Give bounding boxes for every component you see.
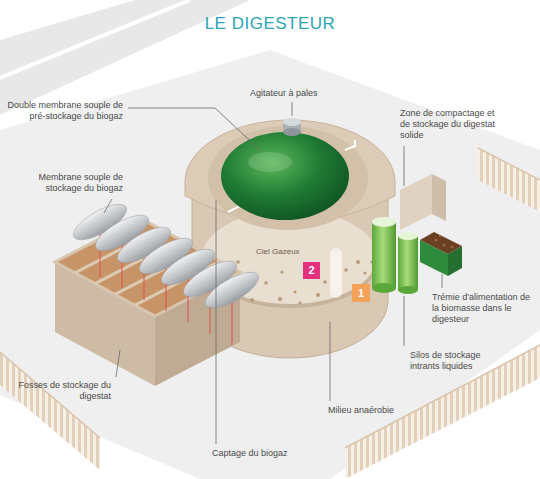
digestate-speckles xyxy=(316,293,320,297)
digestate-speckles xyxy=(293,290,296,293)
silos xyxy=(372,283,396,293)
digester xyxy=(330,248,342,298)
ground xyxy=(0,0,190,78)
digestate-speckles xyxy=(298,301,301,304)
callout-label: Zone de compactage et de stockage du dig… xyxy=(400,108,500,140)
fence xyxy=(0,352,100,470)
digester-lid xyxy=(185,120,395,230)
hopper xyxy=(451,246,454,249)
callout-number-text: 1 xyxy=(358,288,364,299)
space-label: Ciel Gazeux xyxy=(256,247,316,257)
digester-lid xyxy=(345,140,355,150)
callout-label: Membrane souple de stockage du biogaz xyxy=(3,172,123,194)
gas-dome xyxy=(221,132,349,220)
callout-label: Double membrane souple de pré-stockage d… xyxy=(3,100,123,122)
callout-number: 2 xyxy=(303,262,320,279)
callout-label: Fosses de stockage du digestat xyxy=(3,380,111,402)
title: LE DIGESTEUR xyxy=(0,14,540,34)
storage-membranes xyxy=(69,197,264,314)
fence xyxy=(345,345,540,448)
digestate-speckles xyxy=(264,281,268,285)
leader-line xyxy=(104,102,442,444)
silos xyxy=(398,232,418,240)
leader-line xyxy=(128,108,262,152)
digestate-speckles xyxy=(363,271,366,274)
hopper xyxy=(420,232,462,254)
silos xyxy=(398,236,418,290)
leader-line xyxy=(216,200,217,444)
callout-label: Agitateur à pales xyxy=(250,88,350,99)
digestate-speckles xyxy=(250,298,254,302)
leader-line xyxy=(404,296,405,346)
callout-number-text: 2 xyxy=(308,265,314,276)
fence xyxy=(478,148,540,180)
digestate-speckles xyxy=(344,268,348,272)
compaction-zone xyxy=(400,174,432,230)
storage-membranes xyxy=(201,265,264,314)
digestate-speckles xyxy=(356,260,360,264)
leader-line xyxy=(442,274,443,288)
agitator xyxy=(283,128,301,136)
hopper xyxy=(420,232,462,276)
digestate-speckles xyxy=(236,260,240,264)
ground xyxy=(0,50,540,479)
silos xyxy=(372,222,396,288)
leader-line xyxy=(104,199,112,213)
silos xyxy=(372,217,418,294)
leader-line xyxy=(404,146,405,186)
digester-lid xyxy=(208,126,368,230)
hopper xyxy=(443,244,446,247)
callout-number: 1 xyxy=(352,284,370,302)
agitator xyxy=(283,118,301,126)
hopper xyxy=(435,239,438,242)
compaction-zone xyxy=(400,174,446,230)
callout-label: Trémie d'alimentation de la biomasse dan… xyxy=(432,292,532,324)
agitator xyxy=(283,118,301,136)
leader-line xyxy=(116,350,120,377)
silos xyxy=(372,217,396,227)
digestate-speckles xyxy=(323,280,327,284)
leader-line xyxy=(330,322,331,401)
compaction-zone xyxy=(432,174,446,221)
silos xyxy=(398,286,418,294)
digestate-speckles xyxy=(280,270,283,273)
leader-line xyxy=(292,102,293,116)
digestate-speckles xyxy=(278,297,282,301)
gas-dome xyxy=(248,152,292,172)
callout-label: Captage du biogaz xyxy=(212,448,312,459)
callout-label: Milieu anaérobie xyxy=(328,405,428,416)
fence xyxy=(478,148,540,212)
hopper xyxy=(439,235,441,237)
callout-label: Silos de stockage intrants liquides xyxy=(410,350,505,372)
gas-dome xyxy=(221,132,349,220)
membrane-support xyxy=(232,298,233,345)
